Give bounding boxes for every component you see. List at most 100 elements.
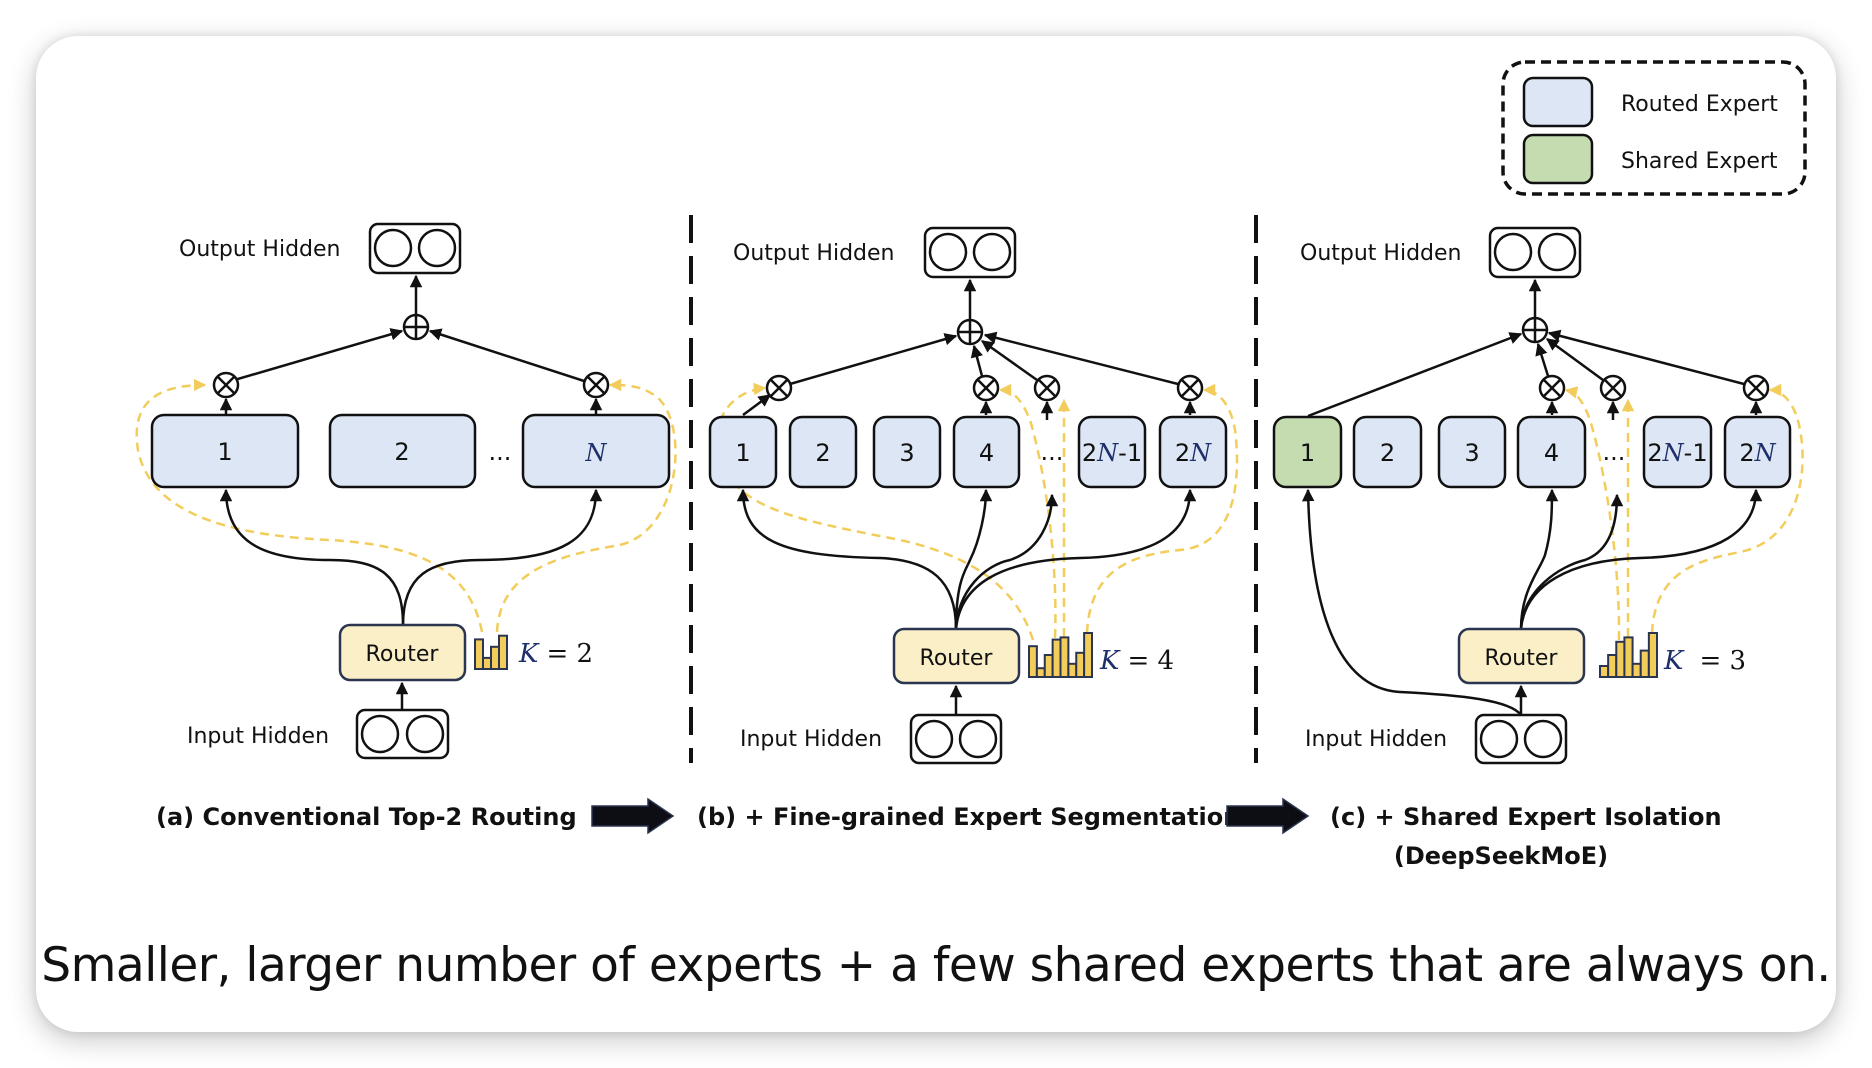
flow-arrow-icon	[1226, 797, 1310, 835]
svg-text:2: 2	[815, 439, 830, 467]
input-hidden-label: Input Hidden	[740, 727, 882, 752]
panel-c: Output Hidden 1 2 3 4 2N-1 2N ...	[1272, 226, 1804, 765]
gate-score-bar	[1067, 662, 1078, 678]
multiply-icon	[1599, 374, 1627, 402]
gate-score-bar	[1647, 632, 1659, 678]
svg-text:N: N	[585, 439, 608, 467]
expert-box: 3	[872, 415, 942, 489]
slide-card	[36, 36, 1836, 1032]
expert-box: 4	[1516, 415, 1587, 489]
svg-text:2N-1: 2N-1	[1082, 439, 1142, 467]
top-k-label: K= 4	[1099, 646, 1174, 676]
gate-score-bar	[1051, 638, 1062, 678]
gate-score-bar	[1639, 649, 1650, 678]
svg-text:2: 2	[394, 438, 409, 466]
svg-text:Router: Router	[1485, 646, 1559, 671]
expert-box: N	[521, 413, 671, 489]
sum-icon	[956, 318, 984, 346]
input-hidden-label: Input Hidden	[1305, 727, 1447, 752]
gate-score-bar	[490, 645, 500, 670]
gate-score-bar	[1607, 654, 1618, 678]
gate-score-bar	[1599, 665, 1610, 678]
svg-text:Router: Router	[366, 642, 440, 667]
route-dashed	[495, 378, 677, 633]
expert-box: 2	[788, 415, 858, 489]
output-hidden-label: Output Hidden	[179, 237, 340, 262]
gate-score-bar	[1075, 651, 1086, 678]
svg-text:2N-1: 2N-1	[1647, 439, 1707, 467]
gate-score-bar	[1028, 645, 1038, 679]
route-dashed	[1650, 383, 1804, 634]
gate-score-bar	[1059, 636, 1070, 679]
svg-text:1: 1	[217, 438, 232, 466]
multiply-icon	[972, 374, 1000, 402]
multiply-icon	[1033, 374, 1061, 402]
expert-box: 2	[328, 413, 477, 489]
multiply-icon	[1176, 374, 1204, 402]
svg-text:1: 1	[735, 439, 750, 467]
svg-text:Router: Router	[920, 646, 994, 671]
expert-box: 2	[1352, 415, 1423, 489]
gate-score-bar	[498, 634, 508, 671]
panel-c-caption: (c) + Shared Expert Isolation	[1330, 803, 1722, 831]
shared-expert-box: 1	[1272, 415, 1343, 489]
output-hidden-vector	[923, 226, 1017, 279]
expert-box: 2N-1	[1642, 415, 1713, 489]
gate-score-bar	[1083, 632, 1093, 678]
panel-a-caption: (a) Conventional Top-2 Routing	[156, 803, 577, 831]
gate-score-bar	[1631, 662, 1642, 678]
expert-box: 2N	[1723, 415, 1792, 489]
ellipsis: ...	[489, 438, 512, 466]
multiply-icon	[212, 371, 240, 399]
panel-b-caption: (b) + Fine-grained Expert Segmentation	[697, 803, 1240, 831]
sum-icon	[402, 313, 430, 341]
ellipsis: ...	[1603, 438, 1626, 466]
slide-caption: Smaller, larger number of experts + a fe…	[41, 938, 1831, 993]
legend: Routed Expert Shared Expert	[1501, 60, 1807, 196]
gate-score-bar	[1615, 640, 1626, 678]
output-hidden-label: Output Hidden	[733, 241, 894, 266]
input-hidden-vector	[1474, 713, 1568, 765]
router: Router	[892, 627, 1021, 685]
output-hidden-vector	[368, 222, 462, 275]
route-dashed	[1085, 383, 1239, 634]
expert-box: 4	[952, 415, 1021, 489]
expert-box: 2N	[1158, 415, 1228, 489]
output-hidden-label: Output Hidden	[1300, 241, 1461, 266]
flow-arrow-icon	[591, 797, 675, 835]
expert-box: 3	[1437, 415, 1507, 489]
multiply-icon	[765, 374, 793, 402]
input-hidden-vector	[909, 713, 1003, 765]
gate-score-bars	[474, 634, 508, 671]
gate-score-bar	[1043, 654, 1054, 678]
expert-box: 1	[150, 413, 300, 489]
gate-score-bar	[1623, 636, 1634, 679]
multiply-icon	[1742, 374, 1770, 402]
router: Router	[1457, 627, 1586, 685]
gate-score-bar	[1035, 667, 1046, 679]
output-hidden-vector	[1488, 226, 1582, 279]
gate-score-bar	[474, 638, 484, 671]
svg-text:2N: 2N	[1175, 439, 1212, 467]
svg-text:1: 1	[1300, 439, 1315, 467]
legend-routed-swatch	[1522, 76, 1594, 128]
svg-text:4: 4	[979, 439, 994, 467]
svg-text:2N: 2N	[1739, 439, 1776, 467]
svg-text:3: 3	[899, 439, 914, 467]
svg-text:4: 4	[1544, 439, 1559, 467]
router: Router	[338, 623, 467, 682]
input-hidden-vector	[355, 708, 450, 760]
gate-score-bars	[1028, 632, 1093, 679]
legend-shared-swatch	[1522, 133, 1594, 185]
panel-c-caption-sub: (DeepSeekMoE)	[1394, 842, 1608, 870]
multiply-icon	[582, 371, 610, 399]
sum-icon	[1521, 316, 1549, 344]
svg-text:3: 3	[1464, 439, 1479, 467]
legend-border	[1501, 60, 1807, 196]
gate-score-bars	[1599, 632, 1659, 679]
gate-score-bar	[482, 656, 492, 671]
top-k-label: K= 3	[1663, 646, 1746, 676]
input-hidden-label: Input Hidden	[187, 724, 329, 749]
